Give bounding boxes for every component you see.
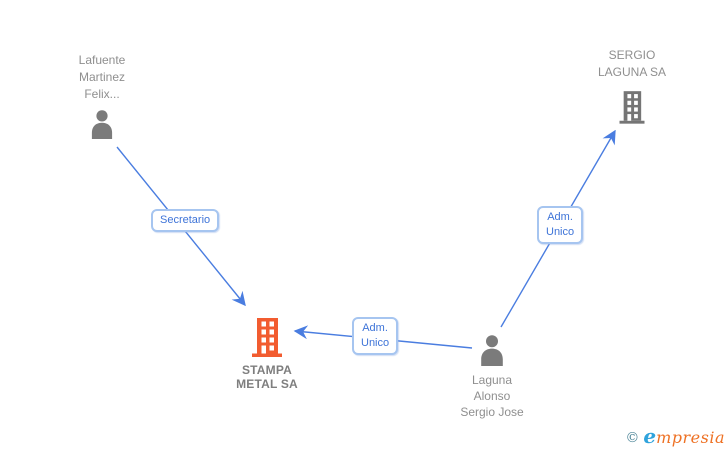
node-label-line: METAL SA bbox=[236, 377, 298, 391]
node-sergio-laguna-sa[interactable]: SERGIO LAGUNA SA bbox=[572, 47, 692, 126]
person-icon bbox=[42, 110, 162, 139]
company-building-icon bbox=[572, 88, 692, 126]
node-label-line: Laguna bbox=[471, 373, 513, 387]
node-label-line: Sergio Jose bbox=[460, 405, 524, 419]
company-building-icon-highlighted bbox=[207, 317, 327, 357]
node-label: Laguna Alonso Sergio Jose bbox=[432, 372, 552, 420]
edge-label-adm-unico-stampa: Adm. Unico bbox=[352, 317, 399, 355]
node-label-line: LAGUNA SA bbox=[597, 65, 667, 79]
node-stampa-metal-sa[interactable]: STAMPA METAL SA bbox=[207, 317, 327, 391]
edge-label-adm-unico-sergio-laguna: Adm. Unico bbox=[537, 206, 584, 244]
edge-label-secretario: Secretario bbox=[151, 209, 220, 232]
node-label-line: STAMPA bbox=[241, 363, 293, 377]
person-icon bbox=[432, 335, 552, 366]
empresia-logo[interactable]: ©empresia bbox=[625, 424, 725, 448]
copyright-icon: © bbox=[625, 430, 640, 446]
node-label: SERGIO LAGUNA SA bbox=[572, 47, 692, 81]
edge-label-text: Secretario bbox=[160, 214, 211, 226]
brand-initial: e bbox=[643, 424, 657, 448]
edge-label-text: Unico bbox=[546, 226, 575, 238]
brand-name: mpresia bbox=[656, 428, 725, 447]
node-label-line: SERGIO bbox=[608, 48, 656, 62]
node-label-line: Lafuente bbox=[78, 53, 126, 67]
node-label: STAMPA METAL SA bbox=[207, 363, 327, 391]
node-lafuente-martinez-felix[interactable]: Lafuente Martinez Felix... bbox=[42, 52, 162, 139]
node-laguna-alonso-sergio-jose[interactable]: Laguna Alonso Sergio Jose bbox=[432, 335, 552, 420]
edge-label-text: Unico bbox=[361, 337, 390, 349]
edge-label-text: Adm. bbox=[547, 211, 573, 223]
node-label-line: Martinez bbox=[78, 70, 125, 84]
node-label-line: Felix... bbox=[84, 87, 120, 101]
edge-label-text: Adm. bbox=[362, 322, 388, 334]
node-label: Lafuente Martinez Felix... bbox=[42, 52, 162, 103]
node-label-line: Alonso bbox=[473, 389, 511, 403]
